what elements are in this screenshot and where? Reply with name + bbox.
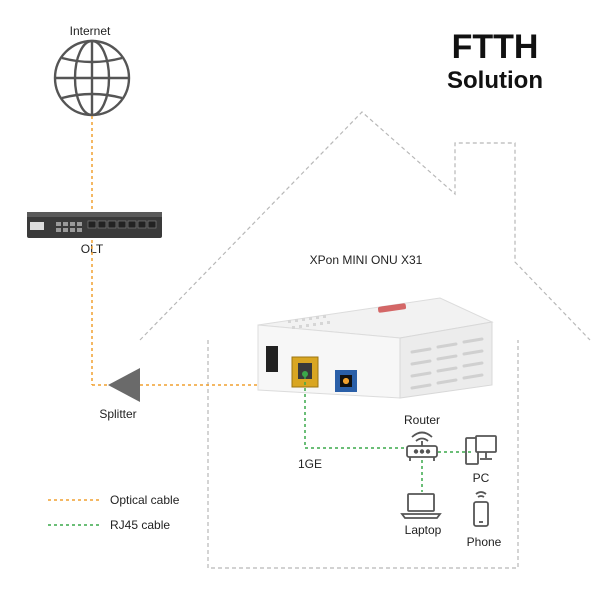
- house-body: [207, 340, 519, 569]
- internet-label: Internet: [70, 24, 111, 38]
- laptop-label: Laptop: [405, 523, 442, 537]
- globe-icon: [53, 39, 131, 117]
- lan-connector-dot: [302, 371, 308, 377]
- onu-device: [257, 297, 494, 399]
- legend-rj45-label: RJ45 cable: [110, 518, 170, 532]
- house-outline: [139, 111, 591, 341]
- power-port: [266, 346, 278, 372]
- device-label: XPon MINI ONU X31: [310, 253, 423, 267]
- legend-optical-label: Optical cable: [110, 493, 180, 507]
- ge-label: 1GE: [298, 457, 322, 471]
- olt-device-icon: [27, 212, 162, 238]
- laptop-icon: [400, 493, 442, 519]
- pc-icon: [465, 435, 497, 465]
- pon-connector-dot: [343, 378, 349, 384]
- splitter-label: Splitter: [99, 407, 136, 421]
- title-ftth: FTTH: [452, 28, 539, 66]
- phone-icon: [473, 491, 489, 527]
- router-label: Router: [404, 413, 440, 427]
- pc-label: PC: [473, 471, 490, 485]
- router-icon: [406, 431, 438, 461]
- phone-label: Phone: [467, 535, 502, 549]
- splitter-icon: [108, 368, 140, 402]
- title-solution: Solution: [447, 67, 543, 94]
